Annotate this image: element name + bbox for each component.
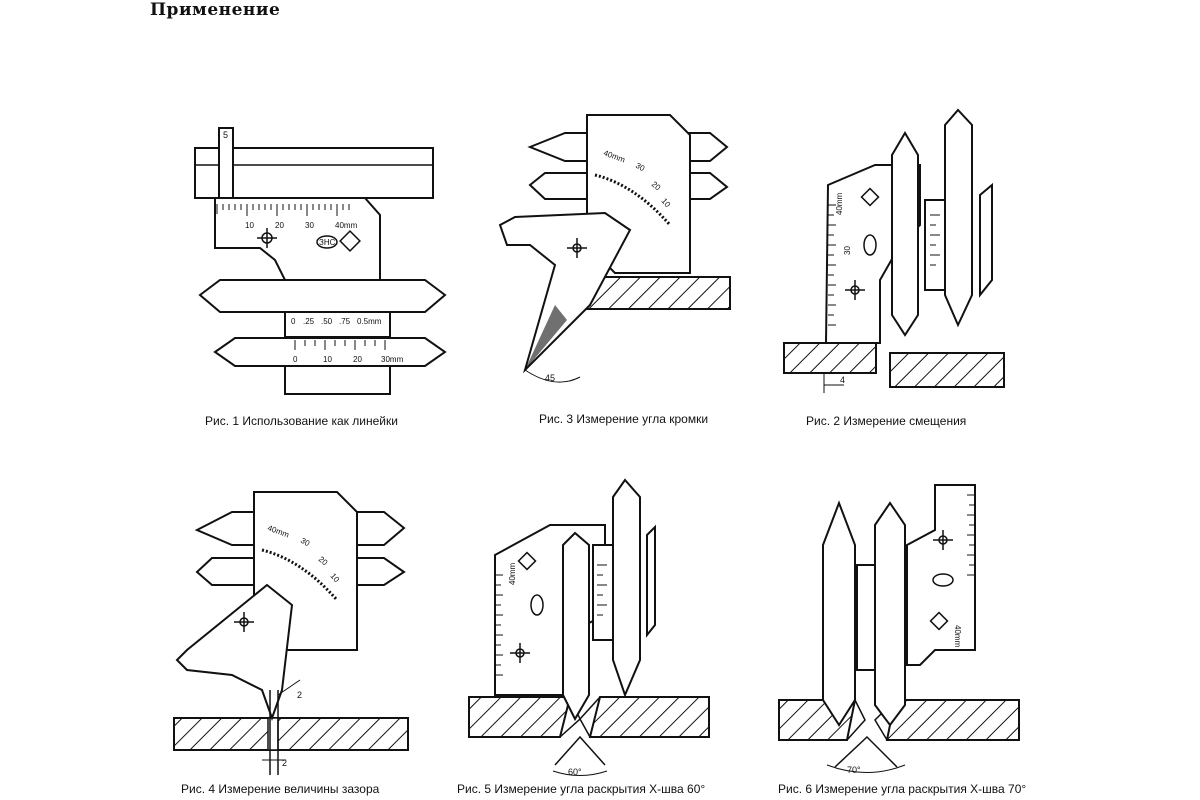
figure-2-offset: 4 40mm 30 xyxy=(783,108,1005,393)
figure-1-caption: Рис. 1 Использование как линейки xyxy=(205,414,398,428)
svg-text:10: 10 xyxy=(245,221,254,230)
svg-text:.50: .50 xyxy=(321,317,333,326)
crosshair-icon xyxy=(257,228,277,248)
figure-4-gap: 40mm 30 20 10 2 2 xyxy=(173,491,409,775)
fig6-angle-label: 70° xyxy=(847,765,861,775)
svg-text:30: 30 xyxy=(305,221,314,230)
fig3-angle-label: 45 xyxy=(545,373,555,383)
figure-2-caption: Рис. 2 Измерение смещения xyxy=(806,414,967,428)
logo-diamond-icon xyxy=(339,230,361,252)
svg-text:20: 20 xyxy=(275,221,284,230)
svg-text:ЗНС: ЗНС xyxy=(319,238,336,247)
figure-5-caption: Рис. 5 Измерение угла раскрытия Х-шва 60… xyxy=(457,782,706,796)
svg-text:.25: .25 xyxy=(303,317,315,326)
svg-text:30mm: 30mm xyxy=(381,355,404,364)
fig2-offset-label: 4 xyxy=(840,375,845,385)
figure-5-x-weld-60: 60° 40mm xyxy=(468,478,710,777)
logo-oval-icon xyxy=(932,573,954,587)
svg-text:40mm: 40mm xyxy=(953,625,962,648)
svg-text:0.5mm: 0.5mm xyxy=(357,317,382,326)
svg-text:0: 0 xyxy=(291,317,296,326)
crosshair-icon xyxy=(567,238,587,258)
fig4-gap-bottom-label: 2 xyxy=(282,758,287,768)
figure-6-caption: Рис. 6 Измерение угла раскрытия Х-шва 70… xyxy=(778,782,1027,796)
page-title: Применение xyxy=(150,0,281,20)
figure-3-caption: Рис. 3 Измерение угла кромки xyxy=(539,412,709,426)
logo-oval-icon xyxy=(863,234,877,256)
figure-4-caption: Рис. 4 Измерение величины зазора xyxy=(181,782,380,796)
logo-diamond-icon xyxy=(860,187,880,207)
figure-3-edge-angle: 40mm 30 20 10 45 xyxy=(498,114,731,383)
fig4-gap-top-label: 2 xyxy=(297,690,302,700)
svg-text:40mm: 40mm xyxy=(835,192,844,215)
fig5-angle-label: 60° xyxy=(568,767,582,777)
crosshair-icon xyxy=(845,280,865,300)
crosshair-icon xyxy=(510,643,530,663)
svg-text:.75: .75 xyxy=(339,317,351,326)
logo-diamond-icon xyxy=(517,551,537,571)
svg-text:40mm: 40mm xyxy=(508,562,517,585)
crosshair-icon xyxy=(933,530,953,550)
svg-text:40mm: 40mm xyxy=(335,221,358,230)
figure-6-x-weld-70: 70° 40mm xyxy=(778,484,1020,775)
fig1-label-top: 5 xyxy=(223,130,228,140)
logo-diamond-icon xyxy=(929,611,949,631)
figure-1-ruler-use: 5 10 20 30 40mm ЗНС 0 .25 .50 .75 0.5mm xyxy=(194,127,447,395)
logo-oval-icon xyxy=(530,594,544,616)
svg-text:0: 0 xyxy=(293,355,298,364)
logo-oval-icon xyxy=(316,235,338,249)
svg-text:30: 30 xyxy=(843,246,852,255)
svg-text:10: 10 xyxy=(323,355,332,364)
crosshair-icon xyxy=(234,612,254,632)
svg-text:20: 20 xyxy=(353,355,362,364)
